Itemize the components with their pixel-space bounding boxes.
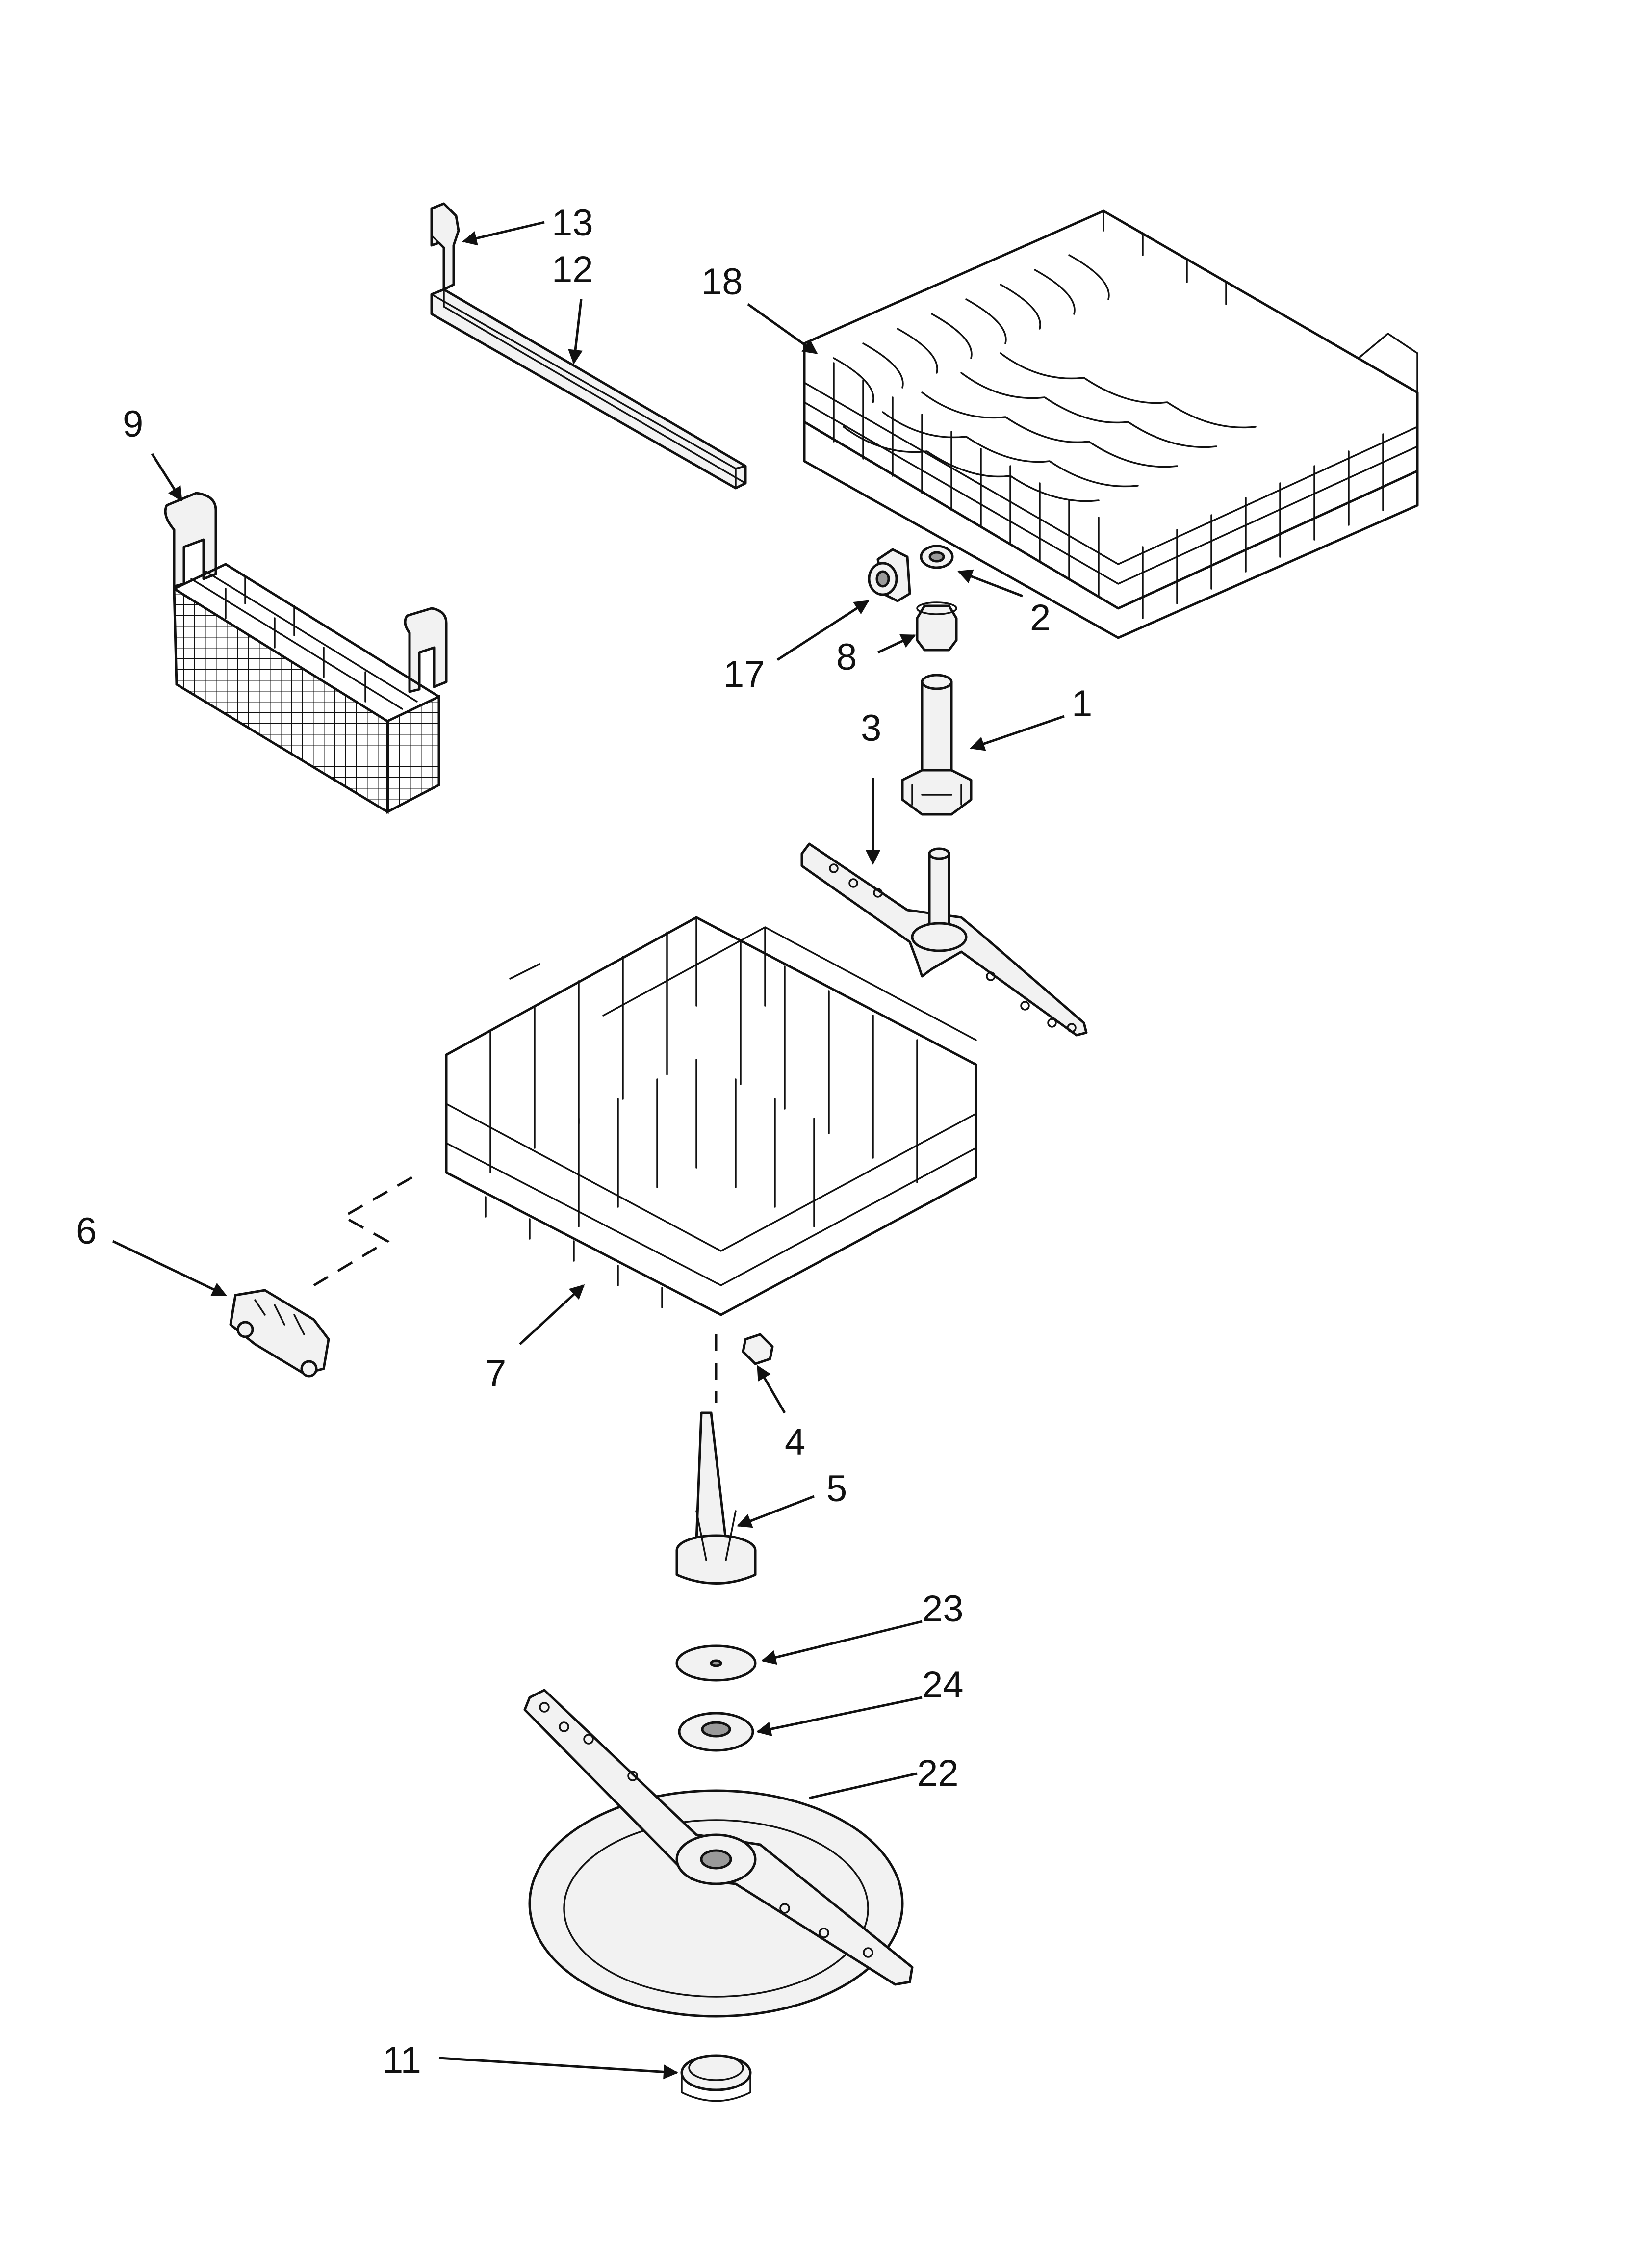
leader-lines [112, 221, 1065, 2080]
part-7-lower-rack [445, 916, 977, 1316]
callout-17: 17 [723, 653, 765, 695]
part-1-feed-tube [901, 674, 973, 816]
callout-11: 11 [383, 2039, 421, 2081]
callout-9: 9 [123, 403, 143, 445]
part-9-silverware-basket [164, 492, 448, 814]
callout-13: 13 [552, 202, 593, 244]
callout-18: 18 [701, 261, 743, 303]
part-5-tower [675, 1411, 757, 1585]
part-3-upper-spray-arm [800, 842, 1088, 1037]
part-6-bracket [229, 1289, 330, 1378]
callout-4: 4 [785, 1421, 805, 1463]
part-23-gasket [675, 1644, 757, 1682]
callout-22: 22 [917, 1752, 959, 1794]
callout-24: 24 [922, 1664, 964, 1706]
part-11-ring [680, 2054, 752, 2102]
callout-labels: 13 12 18 9 2 17 8 1 3 6 7 4 5 23 24 22 1… [76, 202, 1092, 2081]
dashed-guides [313, 1176, 718, 1403]
callout-1: 1 [1072, 683, 1092, 725]
callout-2: 2 [1030, 597, 1051, 639]
callout-5: 5 [826, 1468, 847, 1510]
callout-7: 7 [486, 1353, 506, 1394]
part-2-washer [920, 545, 954, 569]
part-24-seal [678, 1712, 754, 1752]
part-13-clip [430, 202, 460, 291]
part-12-rail [430, 288, 747, 490]
part-17-clip [868, 548, 911, 602]
part-22-lower-spray-arm [523, 1689, 914, 2018]
callout-3: 3 [861, 707, 881, 749]
callout-12: 12 [552, 249, 593, 290]
part-4-bearing [742, 1333, 774, 1365]
part-18-upper-rack [803, 209, 1419, 639]
part-8-nut [916, 601, 958, 652]
callout-8: 8 [836, 636, 857, 678]
callout-6: 6 [76, 1210, 97, 1252]
callout-23: 23 [922, 1588, 964, 1630]
